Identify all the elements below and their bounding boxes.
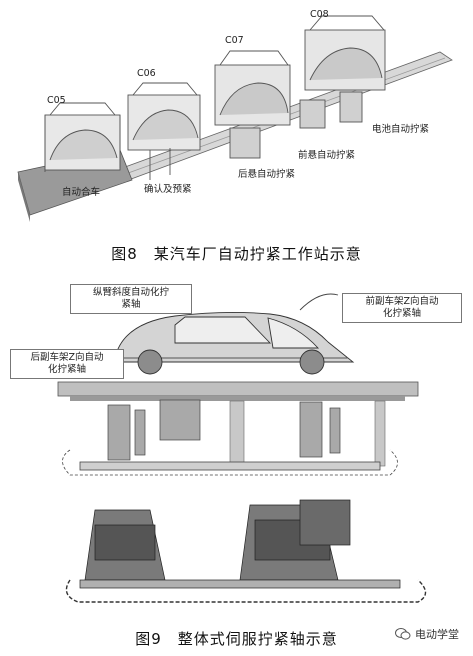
callout-front-subframe: 前副车架Z向自动 化拧紧轴 bbox=[342, 293, 462, 323]
watermark-text: 电动学堂 bbox=[415, 628, 459, 641]
station-label-c08: C08 bbox=[310, 9, 329, 20]
callout-front-subframe-text: 前副车架Z向自动 化拧紧轴 bbox=[365, 296, 439, 319]
callout-rear-subframe-text: 后副车架Z向自动 化拧紧轴 bbox=[30, 352, 104, 375]
spindle-clusters bbox=[107, 399, 341, 461]
callout-rear-subframe: 后副车架Z向自动 化拧紧轴 bbox=[10, 349, 124, 379]
process-label-rear-suspension: 后悬自动拧紧 bbox=[238, 169, 296, 180]
process-label-front-suspension: 前悬自动拧紧 bbox=[298, 150, 356, 161]
callout-trailing-arm: 纵臂斜度自动化拧 紧轴 bbox=[70, 284, 192, 314]
wechat-icon bbox=[395, 628, 411, 640]
process-label-confirm-pretighten: 确认及预紧 bbox=[144, 184, 192, 195]
process-label-auto-marriage: 自动合车 bbox=[62, 187, 101, 198]
callout-trailing-arm-text: 纵臂斜度自动化拧 紧轴 bbox=[92, 287, 169, 310]
figure-9-caption: 图9 整体式伺服拧紧轴示意 bbox=[135, 630, 338, 648]
overhead-beam bbox=[57, 381, 419, 467]
station-label-c06: C06 bbox=[137, 68, 156, 79]
station-frames bbox=[44, 15, 386, 180]
station-label-c07: C07 bbox=[225, 35, 244, 46]
figure-8-caption: 图8 某汽车厂自动拧紧工作站示意 bbox=[111, 245, 362, 263]
lower-rail bbox=[62, 449, 398, 476]
station-label-c05: C05 bbox=[47, 95, 66, 106]
figure-8-drawing bbox=[17, 15, 453, 222]
watermark: 电动学堂 bbox=[395, 626, 459, 642]
servo-units bbox=[65, 499, 427, 603]
car-body bbox=[112, 293, 355, 375]
figure-9-drawing bbox=[57, 293, 427, 603]
process-label-battery: 电池自动拧紧 bbox=[372, 124, 430, 135]
